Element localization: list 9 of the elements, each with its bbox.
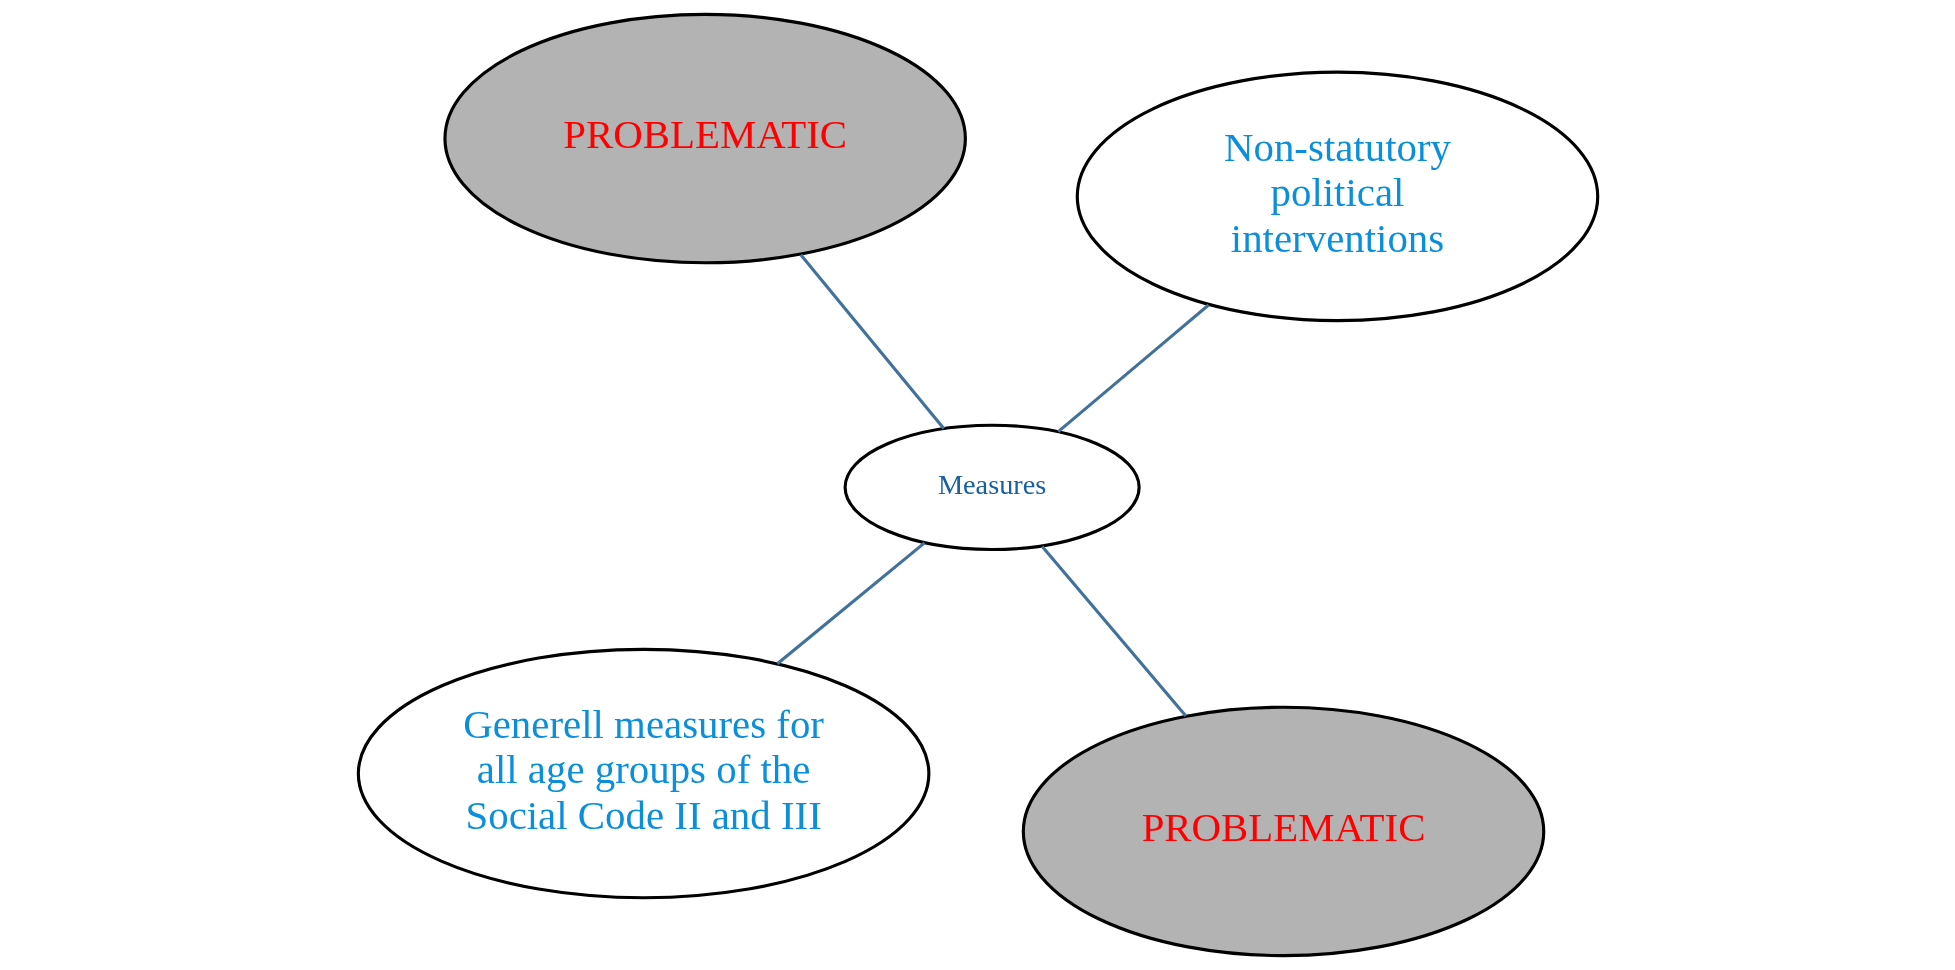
node-ellipse: Measures (843, 423, 1141, 552)
node-ellipse: Generell measures for all age groups of the Social Code II and III (356, 647, 930, 900)
node-ellipse: PROBLEMATIC (1021, 705, 1545, 958)
node-ellipse: Non-statutory political interventions (1075, 70, 1599, 323)
node-ellipse: PROBLEMATIC (442, 12, 967, 265)
connector (799, 253, 945, 430)
connector (1056, 303, 1210, 433)
connector (775, 541, 925, 665)
connector (1040, 545, 1187, 718)
